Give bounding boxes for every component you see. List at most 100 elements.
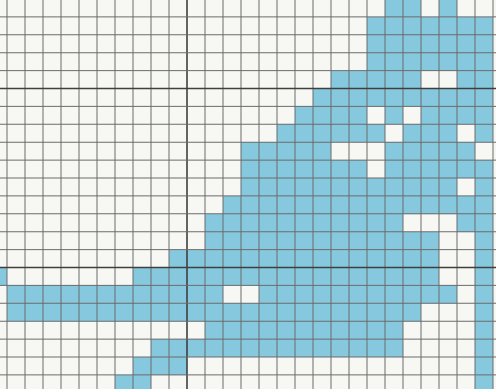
- filled-cell: [367, 71, 385, 89]
- filled-cell: [385, 35, 403, 53]
- filled-cell: [403, 178, 421, 196]
- filled-cell: [349, 160, 367, 178]
- filled-cell: [295, 339, 313, 357]
- filled-cell: [295, 196, 313, 214]
- filled-cell: [349, 71, 367, 89]
- filled-cell: [259, 303, 277, 321]
- filled-cell: [439, 35, 457, 53]
- filled-cell: [457, 142, 475, 160]
- filled-cell: [169, 285, 187, 303]
- filled-cell: [295, 124, 313, 142]
- filled-cell: [385, 160, 403, 178]
- filled-cell: [403, 285, 421, 303]
- filled-cell: [457, 160, 475, 178]
- filled-cell: [457, 71, 475, 89]
- filled-cell: [187, 268, 205, 286]
- filled-cell: [367, 339, 385, 357]
- filled-cell: [43, 303, 61, 321]
- filled-cell: [457, 35, 475, 53]
- filled-cell: [313, 160, 331, 178]
- filled-cell: [403, 53, 421, 71]
- filled-cell: [331, 178, 349, 196]
- filled-cell: [403, 196, 421, 214]
- filled-cell: [277, 321, 295, 339]
- filled-cell: [223, 268, 241, 286]
- filled-cell: [313, 142, 331, 160]
- filled-cell: [385, 71, 403, 89]
- filled-cell: [277, 178, 295, 196]
- filled-cell: [79, 303, 97, 321]
- filled-cell: [331, 124, 349, 142]
- filled-cell: [7, 303, 25, 321]
- filled-cell: [241, 232, 259, 250]
- filled-cell: [475, 17, 493, 35]
- filled-cell: [169, 303, 187, 321]
- filled-cell: [259, 178, 277, 196]
- filled-cell: [421, 250, 439, 268]
- filled-cell: [421, 142, 439, 160]
- filled-cell: [313, 303, 331, 321]
- filled-cell: [403, 124, 421, 142]
- filled-cell: [367, 232, 385, 250]
- filled-cell: [25, 285, 43, 303]
- filled-cell: [223, 250, 241, 268]
- filled-cell: [475, 268, 493, 286]
- filled-cell: [313, 89, 331, 107]
- filled-cell: [385, 268, 403, 286]
- filled-cell: [133, 375, 151, 389]
- filled-cell: [241, 339, 259, 357]
- filled-cell: [421, 160, 439, 178]
- filled-cell: [205, 250, 223, 268]
- filled-cell: [385, 232, 403, 250]
- filled-cell: [259, 250, 277, 268]
- filled-cell: [277, 214, 295, 232]
- filled-cell: [259, 339, 277, 357]
- filled-cell: [259, 142, 277, 160]
- filled-cell: [241, 321, 259, 339]
- filled-cell: [187, 285, 205, 303]
- filled-cell: [457, 17, 475, 35]
- filled-cell: [187, 303, 205, 321]
- filled-cell: [133, 285, 151, 303]
- filled-cell: [205, 285, 223, 303]
- filled-cell: [277, 142, 295, 160]
- filled-cell: [313, 321, 331, 339]
- filled-cell: [439, 160, 457, 178]
- filled-cell: [349, 339, 367, 357]
- filled-cell: [457, 89, 475, 107]
- filled-cell: [403, 89, 421, 107]
- filled-cell: [295, 214, 313, 232]
- filled-cell: [295, 160, 313, 178]
- filled-cell: [259, 232, 277, 250]
- filled-cell: [475, 357, 493, 375]
- filled-cell: [241, 142, 259, 160]
- filled-cell: [367, 321, 385, 339]
- filled-cell: [313, 232, 331, 250]
- filled-cell: [295, 321, 313, 339]
- filled-cell: [277, 303, 295, 321]
- filled-cell: [151, 285, 169, 303]
- filled-cell: [349, 303, 367, 321]
- filled-cell: [439, 196, 457, 214]
- filled-cell: [331, 303, 349, 321]
- filled-cell: [223, 232, 241, 250]
- filled-cell: [349, 124, 367, 142]
- filled-cell: [475, 285, 493, 303]
- filled-cell: [349, 196, 367, 214]
- filled-cell: [295, 232, 313, 250]
- filled-cell: [97, 303, 115, 321]
- filled-cell: [115, 375, 133, 389]
- filled-cell: [403, 17, 421, 35]
- filled-cell: [169, 339, 187, 357]
- filled-cell: [385, 339, 403, 357]
- filled-cell: [223, 196, 241, 214]
- filled-cell: [115, 285, 133, 303]
- filled-cell: [475, 124, 493, 142]
- filled-cell: [277, 268, 295, 286]
- filled-cell: [331, 160, 349, 178]
- filled-cell: [349, 232, 367, 250]
- filled-cell: [151, 357, 169, 375]
- filled-cell: [277, 160, 295, 178]
